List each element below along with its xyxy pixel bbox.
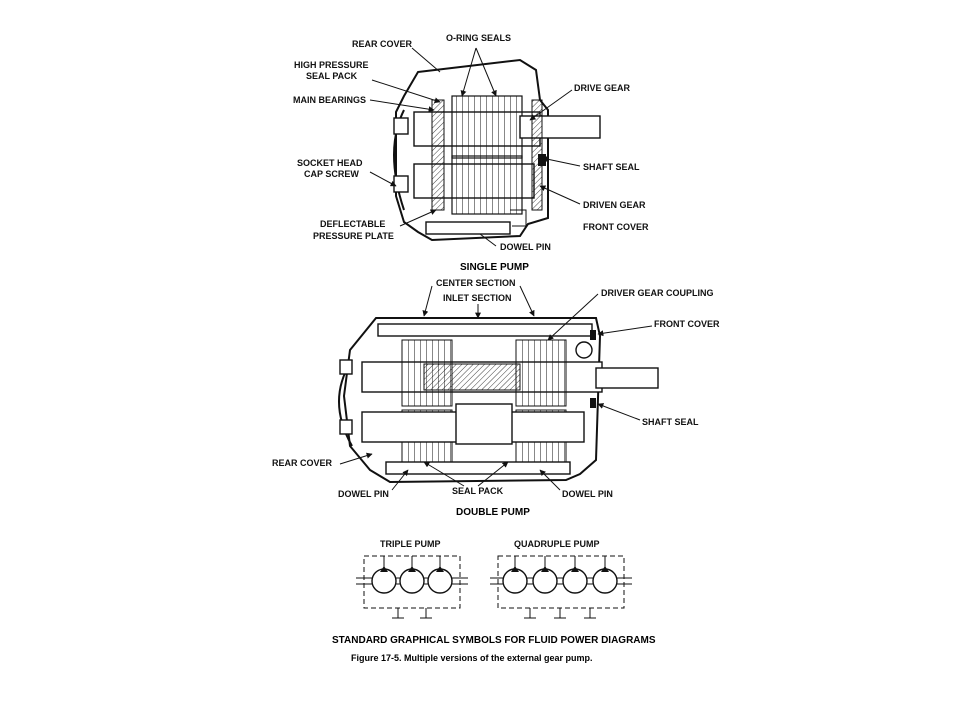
label-double-dowel-pin-left: DOWEL PIN (338, 489, 389, 499)
double-pump-labels: CENTER SECTION INLET SECTION DRIVER GEAR… (272, 278, 720, 518)
label-deflectable: DEFLECTABLE (320, 219, 385, 229)
label-main-bearings: MAIN BEARINGS (293, 95, 366, 105)
single-pump-cap-screw-top (393, 117, 409, 135)
label-drive-gear: DRIVE GEAR (574, 83, 631, 93)
double-pump-shaft-seal (590, 398, 596, 408)
single-pump-cap-screw-bottom (393, 175, 409, 193)
quad-pump-unit-4 (592, 568, 618, 594)
single-pump-dowel-pin (425, 221, 511, 235)
double-pump-gear-2 (515, 339, 567, 407)
label-socket-head: SOCKET HEAD (297, 158, 363, 168)
label-quadruple-pump: QUADRUPLE PUMP (514, 539, 600, 549)
label-seal-pack: SEAL PACK (452, 486, 504, 496)
double-pump-screw-top (339, 359, 353, 375)
label-triple-pump: TRIPLE PUMP (380, 539, 441, 549)
single-pump-housing (395, 58, 549, 242)
triple-pump-unit-2 (399, 568, 425, 594)
single-pump-drawing (393, 58, 601, 242)
triple-pump-unit-3 (427, 568, 453, 594)
symbols-heading: STANDARD GRAPHICAL SYMBOLS FOR FLUID POW… (332, 635, 656, 646)
double-pump-center-bore (455, 403, 513, 445)
double-pump-top-band (377, 323, 593, 337)
double-pump-title: DOUBLE PUMP (456, 507, 530, 518)
label-seal-pack: SEAL PACK (306, 71, 358, 81)
quadruple-pump-symbol: QUADRUPLE PUMP (490, 539, 632, 619)
label-pressure-plate: PRESSURE PLATE (313, 231, 394, 241)
double-pump-plug (575, 341, 593, 359)
label-double-rear-cover: REAR COVER (272, 458, 333, 468)
label-shaft-seal: SHAFT SEAL (583, 162, 640, 172)
single-pump-main-bearings (431, 99, 445, 211)
quad-pump-unit-3 (562, 568, 588, 594)
single-pump-drive-gear (451, 95, 523, 159)
double-pump-bottom-band (385, 461, 571, 475)
double-pump-screw-bottom (339, 419, 353, 435)
quad-pump-unit-1 (502, 568, 528, 594)
triple-pump-unit-1 (371, 568, 397, 594)
label-double-shaft-seal: SHAFT SEAL (642, 417, 699, 427)
label-dowel-pin: DOWEL PIN (500, 242, 551, 252)
label-front-cover: FRONT COVER (583, 222, 649, 232)
single-pump-title: SINGLE PUMP (460, 262, 529, 273)
label-inlet-section: INLET SECTION (443, 293, 512, 303)
single-pump-shaft-seal (538, 154, 546, 166)
label-double-dowel-pin-right: DOWEL PIN (562, 489, 613, 499)
label-driver-gear-coupling: DRIVER GEAR COUPLING (601, 288, 714, 298)
quad-pump-unit-2 (532, 568, 558, 594)
figure-caption: Figure 17-5. Multiple versions of the ex… (351, 653, 593, 663)
double-pump-drawing (338, 317, 659, 484)
double-pump-coupling (423, 363, 521, 391)
double-pump-leaders (339, 285, 653, 491)
single-pump-labels: REAR COVER O-RING SEALS HIGH PRESSURE SE… (293, 33, 649, 273)
triple-pump-symbol: TRIPLE PUMP (356, 539, 468, 619)
label-double-front-cover: FRONT COVER (654, 319, 720, 329)
label-o-ring-seals: O-RING SEALS (446, 33, 511, 43)
label-high-pressure: HIGH PRESSURE (294, 60, 369, 70)
single-pump-front-cover-edge (510, 209, 527, 227)
label-driven-gear: DRIVEN GEAR (583, 200, 646, 210)
label-center-section: CENTER SECTION (436, 278, 516, 288)
double-pump-drive-shaft (595, 367, 659, 389)
double-pump-front-cover-mark (590, 330, 596, 340)
single-pump-leaders (369, 47, 581, 247)
single-pump-driven-gear (451, 155, 523, 215)
label-rear-cover: REAR COVER (352, 39, 413, 49)
label-cap-screw: CAP SCREW (304, 169, 359, 179)
